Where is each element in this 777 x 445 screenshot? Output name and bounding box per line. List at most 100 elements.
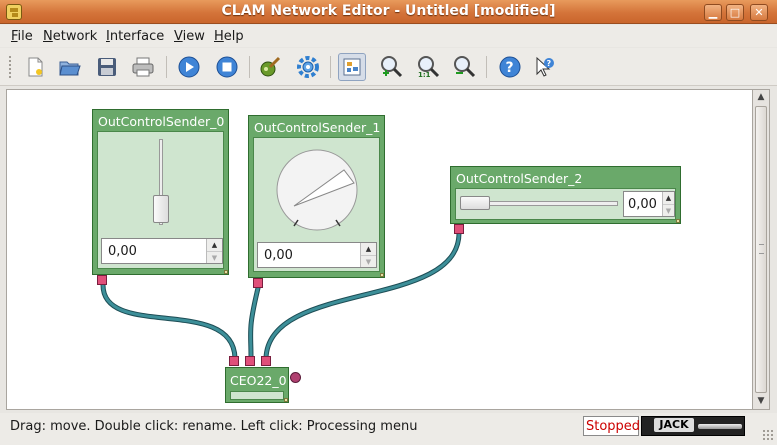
menu-help-label: elp xyxy=(223,29,244,44)
output-port[interactable] xyxy=(253,278,263,288)
menu-file-label: ile xyxy=(17,29,33,44)
node-resize-handle[interactable] xyxy=(380,273,384,277)
toolbar-grip[interactable] xyxy=(8,55,12,79)
stop-button[interactable] xyxy=(213,53,241,81)
toolbar-separator xyxy=(330,56,331,78)
new-document-button[interactable] xyxy=(21,53,49,81)
size-grip[interactable] xyxy=(762,429,774,441)
node-resize-handle[interactable] xyxy=(224,270,228,274)
spin-up-arrow-icon[interactable]: ▲ xyxy=(365,245,372,253)
output-port[interactable] xyxy=(97,275,107,285)
zoom-reset-button[interactable]: 1:1 xyxy=(414,53,442,81)
menu-view-mnemonic: V xyxy=(174,29,183,44)
vertical-slider-handle[interactable] xyxy=(153,195,169,223)
spinbox-value: 0,00 xyxy=(108,244,137,259)
fit-view-button[interactable] xyxy=(338,53,366,81)
vertical-scrollbar[interactable]: ▲ ▼ xyxy=(753,89,770,410)
maximize-button[interactable]: □ xyxy=(726,4,744,21)
scrollbar-thumb[interactable] xyxy=(755,106,767,393)
spinbox-value: 0,00 xyxy=(628,197,657,212)
print-icon xyxy=(132,57,154,77)
configure-gear-icon xyxy=(297,56,319,78)
wire-1[interactable] xyxy=(249,286,260,360)
zoom-in-button[interactable] xyxy=(377,53,405,81)
scroll-down-arrow-icon[interactable]: ▼ xyxy=(757,396,765,406)
node-body: 0,00 ▲▼ xyxy=(253,137,380,272)
output-control-port[interactable] xyxy=(290,372,301,383)
svg-text:?: ? xyxy=(547,59,552,68)
menu-view-label: iew xyxy=(182,29,205,44)
value-spinbox[interactable]: 0,00 ▲▼ xyxy=(257,242,377,268)
node-outcontrolsender-1[interactable]: OutControlSender_1 0,00 ▲▼ xyxy=(248,115,385,278)
value-spinbox[interactable]: 0,00 ▲ ▼ xyxy=(101,238,223,264)
node-ceo22-0[interactable]: CEO22_0 xyxy=(225,367,289,403)
help-button[interactable]: ? xyxy=(496,53,524,81)
input-port-1[interactable] xyxy=(229,356,239,366)
node-outcontrolsender-0[interactable]: OutControlSender_0 0,00 ▲ ▼ xyxy=(92,109,229,275)
add-processing-icon xyxy=(260,56,281,77)
scroll-up-arrow-icon[interactable]: ▲ xyxy=(757,92,765,102)
minimize-button[interactable]: ▁ xyxy=(704,4,722,21)
print-button[interactable] xyxy=(129,53,157,81)
open-button[interactable] xyxy=(56,53,84,81)
node-resize-handle[interactable] xyxy=(676,219,680,223)
play-icon xyxy=(178,56,200,78)
spin-down-arrow-icon[interactable]: ▼ xyxy=(663,204,674,216)
jack-backend-indicator[interactable]: JACK xyxy=(641,416,745,436)
wire-0[interactable] xyxy=(101,283,237,360)
save-icon xyxy=(98,58,116,76)
fit-view-icon xyxy=(343,58,361,76)
menu-network-label: etwork xyxy=(52,29,98,44)
new-document-icon xyxy=(28,57,43,77)
zoom-out-icon xyxy=(454,56,476,78)
menu-network[interactable]: Network xyxy=(43,29,97,44)
menu-view[interactable]: View xyxy=(174,29,205,44)
zoom-out-button[interactable] xyxy=(450,53,478,81)
menu-help[interactable]: Help xyxy=(214,29,244,44)
close-button[interactable]: ✕ xyxy=(750,4,768,21)
toolbar: 1:1 ? ? xyxy=(0,48,777,86)
node-outcontrolsender-2[interactable]: OutControlSender_2 0,00 ▲ ▼ xyxy=(450,166,681,224)
backend-state: Stopped xyxy=(583,416,640,436)
wire-2[interactable] xyxy=(264,231,461,360)
input-port-2[interactable] xyxy=(245,356,255,366)
play-button[interactable] xyxy=(175,53,203,81)
zoom-in-icon xyxy=(381,56,403,78)
title-bar: CLAM Network Editor - Untitled [modified… xyxy=(0,0,777,24)
spin-down-arrow-icon[interactable]: ▼ xyxy=(361,255,376,267)
configure-button[interactable] xyxy=(294,53,322,81)
vertical-slider-track[interactable] xyxy=(159,139,163,225)
zoom-reset-icon: 1:1 xyxy=(418,56,440,79)
node-title: OutControlSender_2 xyxy=(456,171,583,186)
jack-label: JACK xyxy=(654,418,694,432)
value-spinbox[interactable]: 0,00 ▲ ▼ xyxy=(623,191,675,217)
node-resize-handle[interactable] xyxy=(284,398,288,402)
app-icon[interactable] xyxy=(6,4,22,20)
menu-help-mnemonic: H xyxy=(214,29,224,44)
menu-interface-mnemonic: I xyxy=(106,29,110,44)
spin-up-arrow-icon[interactable]: ▲ xyxy=(665,194,672,202)
toolbar-separator xyxy=(249,56,250,78)
menu-network-mnemonic: N xyxy=(43,29,53,44)
input-port-3[interactable] xyxy=(261,356,271,366)
status-hint: Drag: move. Double click: rename. Left c… xyxy=(10,419,418,434)
node-title: OutControlSender_0 xyxy=(98,114,225,129)
whats-this-button[interactable]: ? xyxy=(530,53,558,81)
save-button[interactable] xyxy=(93,53,121,81)
output-port[interactable] xyxy=(454,224,464,234)
network-canvas[interactable]: OutControlSender_0 0,00 ▲ ▼ OutControlSen… xyxy=(6,89,753,410)
spin-down-arrow-icon[interactable]: ▼ xyxy=(207,251,222,263)
add-processing-button[interactable] xyxy=(256,53,284,81)
menu-interface[interactable]: Interface xyxy=(106,29,164,44)
menu-file-mnemonic: F xyxy=(11,29,18,44)
toolbar-separator xyxy=(486,56,487,78)
window-title: CLAM Network Editor - Untitled [modified… xyxy=(221,3,556,19)
stop-icon xyxy=(216,56,238,78)
horizontal-slider-handle[interactable] xyxy=(460,196,490,210)
open-folder-icon xyxy=(59,61,81,76)
menu-file[interactable]: File xyxy=(11,29,33,44)
spin-up-arrow-icon[interactable]: ▲ xyxy=(211,241,218,249)
svg-text:?: ? xyxy=(506,60,514,76)
knob-dial[interactable] xyxy=(274,148,364,238)
node-title: OutControlSender_1 xyxy=(254,120,381,135)
